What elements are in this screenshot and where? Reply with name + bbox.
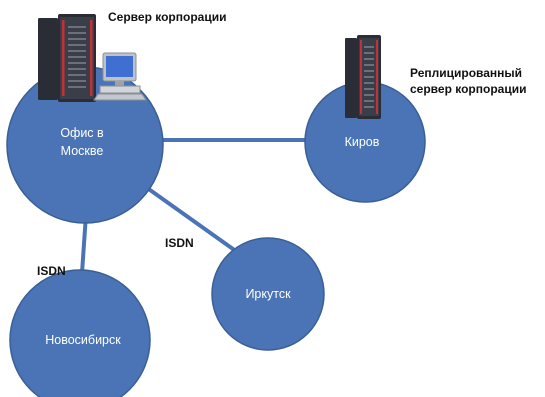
server-tower-icon [345, 35, 381, 119]
node-irkutsk [211, 237, 325, 351]
replica-server-caption-line2: сервер корпорации [410, 82, 526, 96]
link-moscow-irkutsk [141, 183, 242, 256]
server-tower-icon [38, 14, 96, 102]
node-irkutsk-label: Иркутск [245, 287, 291, 301]
replica-server-caption-line1: Реплицированный [410, 66, 522, 80]
isdn-label-center: ISDN [165, 236, 194, 250]
main-server-caption: Сервер корпорации [108, 10, 226, 24]
node-moscow-label-line1: Офис в [60, 126, 104, 140]
node-moscow-label-line2: Москве [61, 144, 104, 158]
node-novosibirsk [9, 269, 151, 397]
node-kirov-label: Киров [345, 135, 380, 149]
desktop-computer-icon [93, 52, 147, 101]
node-novosibirsk-label: Новосибирск [45, 333, 121, 347]
isdn-label-left: ISDN [37, 264, 66, 278]
